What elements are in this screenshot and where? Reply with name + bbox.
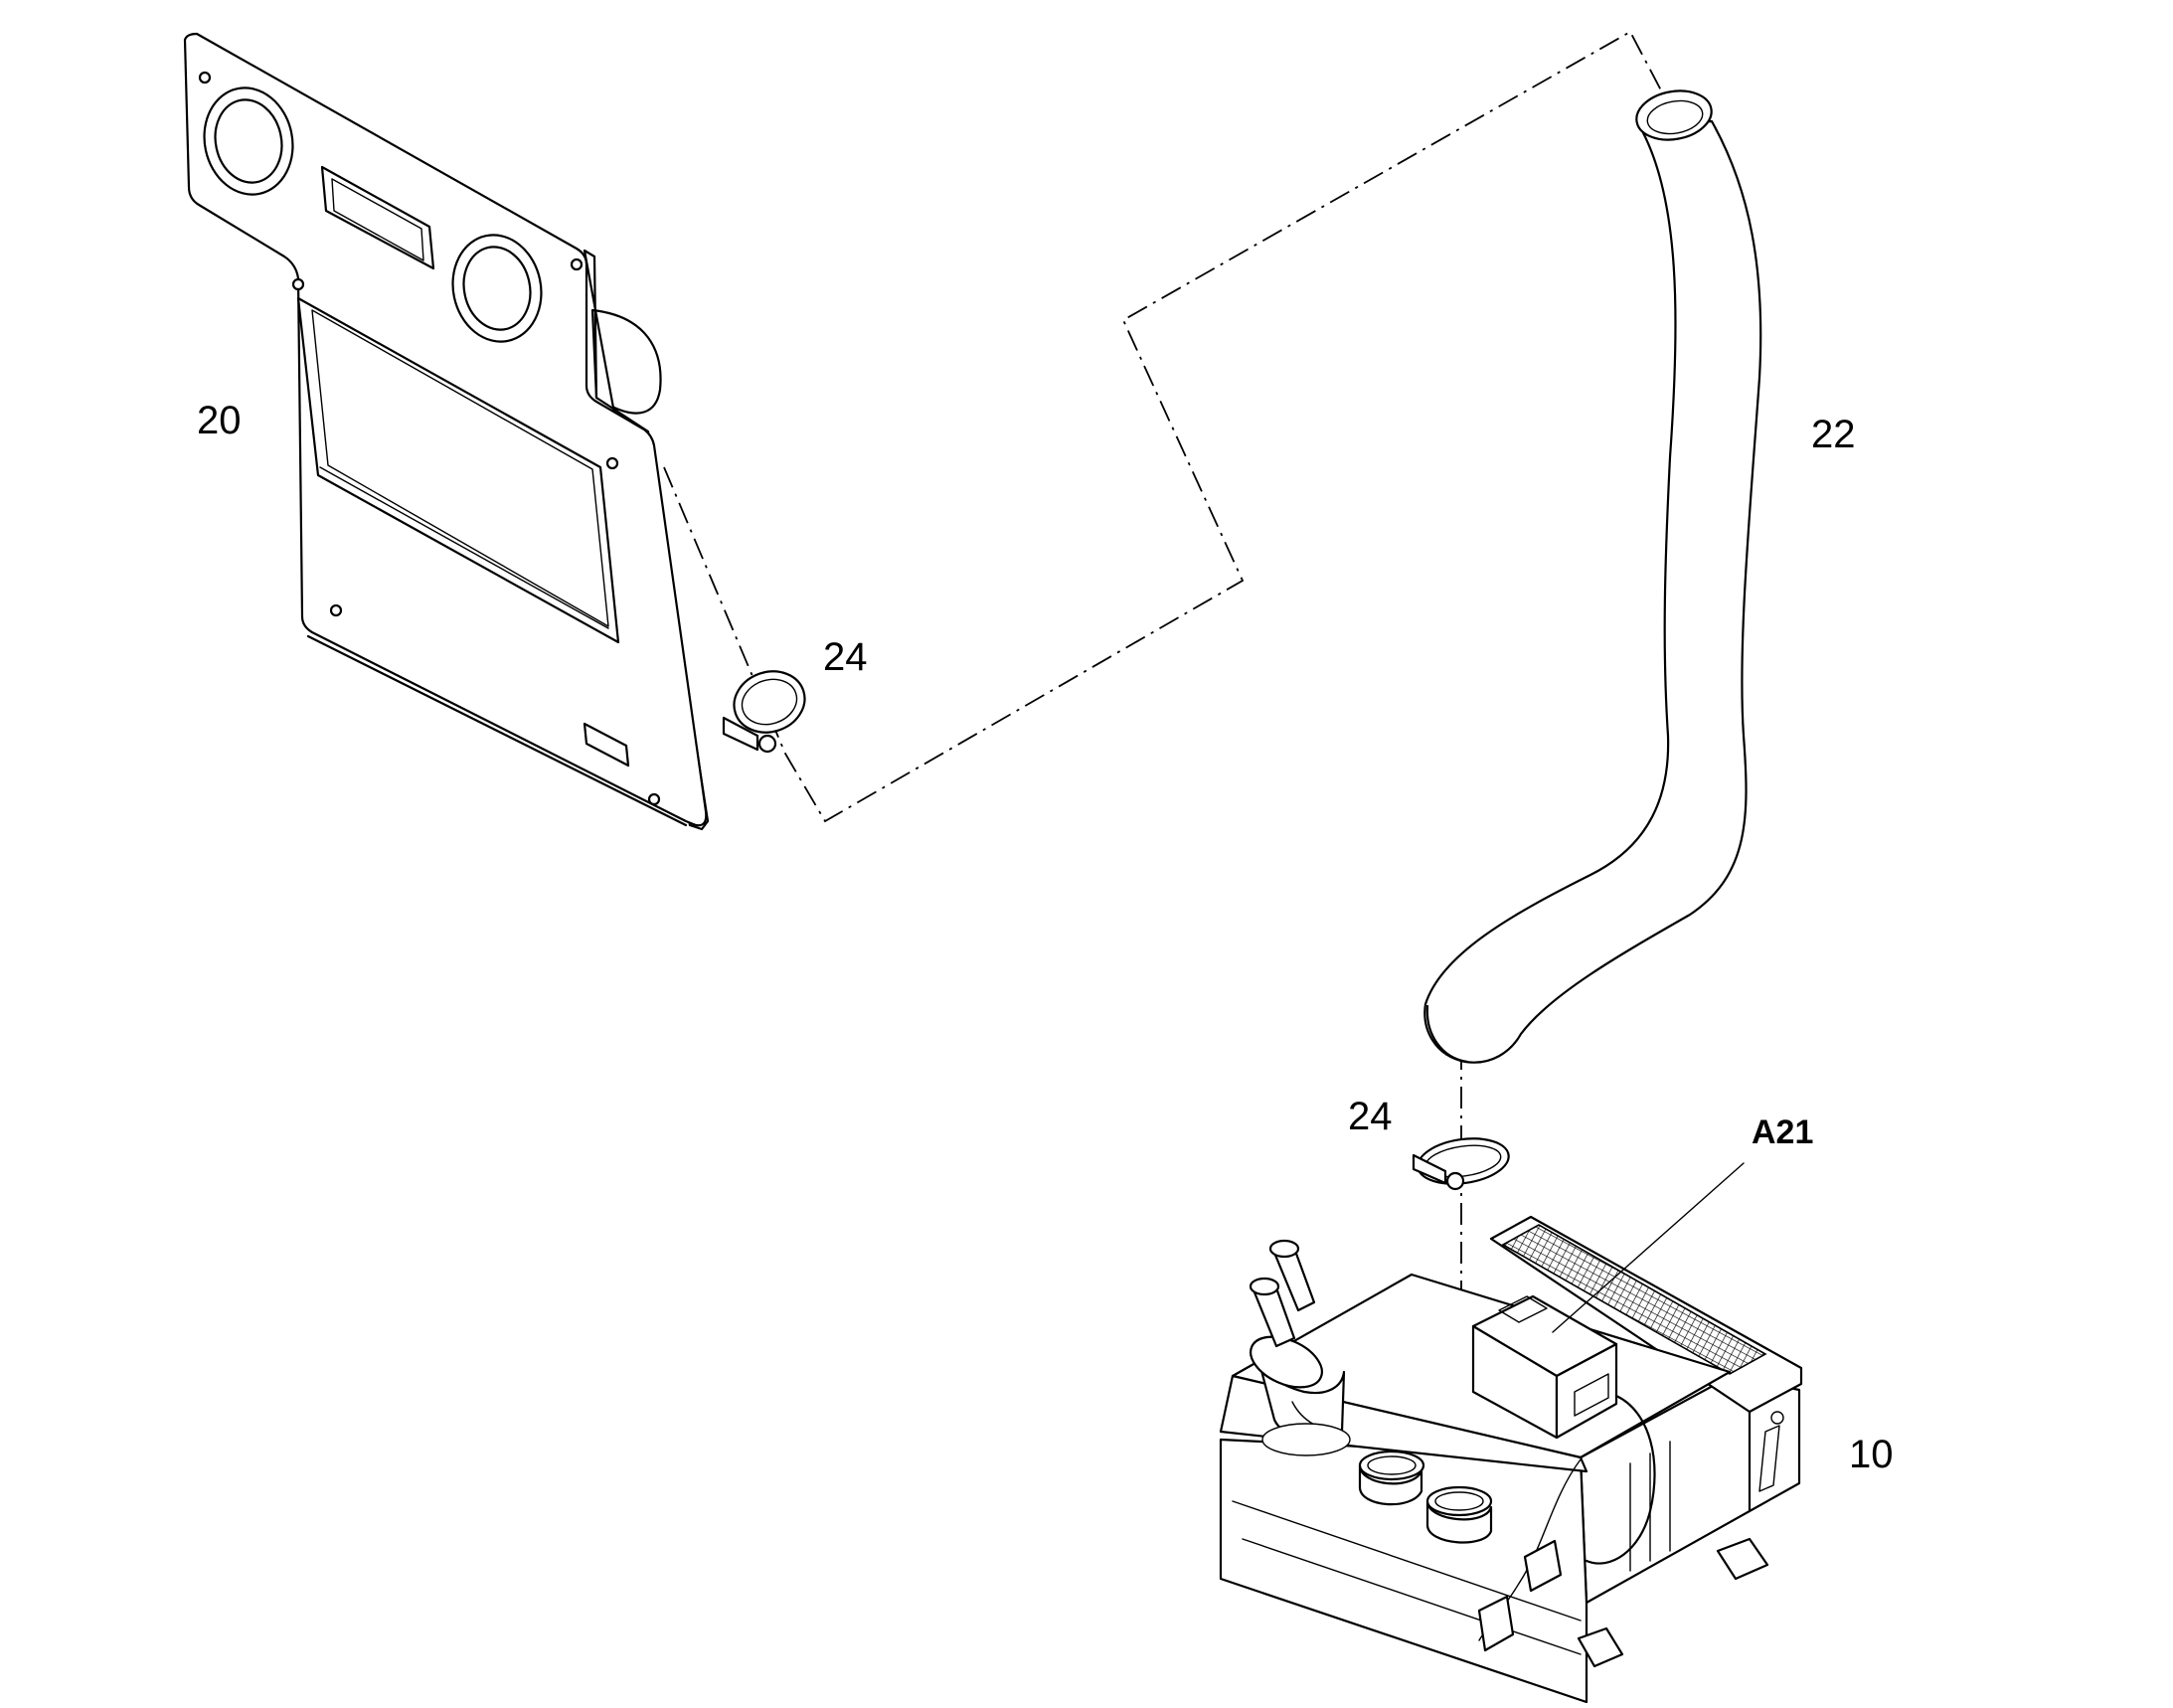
label-panel: 20 (197, 399, 242, 442)
clamp-lower-part (1412, 1137, 1510, 1191)
connector-panel-to-hose (663, 30, 1671, 823)
hose-lower-end (1425, 1004, 1469, 1064)
panel-window-edge (319, 466, 609, 629)
connector-lines (663, 30, 1671, 1503)
unit-grille (1501, 1224, 1767, 1375)
vent-left-inner (214, 98, 283, 184)
vent-right-inner (462, 246, 532, 331)
clamp-housing (1412, 1153, 1447, 1185)
air-outlet-right-inner (1434, 1491, 1484, 1511)
elbow-pipe-base (1261, 1423, 1351, 1456)
screw-icon (647, 792, 661, 806)
air-outlet-left-inner (1367, 1455, 1417, 1475)
screw-icon (291, 277, 305, 291)
panel-part (183, 32, 710, 831)
panel-label-plate (583, 722, 630, 768)
panel-window-inner (311, 309, 609, 627)
label-heater-unit: 10 (1849, 1433, 1894, 1476)
panel-window-frame (296, 296, 620, 644)
label-hose: 22 (1811, 413, 1856, 456)
label-clamp-lower: 24 (1348, 1095, 1393, 1138)
hose-part (1423, 89, 1762, 1064)
label-module: A21 (1752, 1113, 1813, 1151)
hose-upper-opening-inner (1646, 99, 1704, 135)
coolant-stub-lower-cap (1249, 1277, 1280, 1296)
clamp-housing (722, 716, 759, 752)
unit-front-edge (1232, 1500, 1582, 1622)
unit-side-latch (1758, 1425, 1780, 1492)
module-a21-connector (1574, 1373, 1609, 1417)
clamp-upper-part (722, 670, 806, 754)
air-outlet-left-body (1358, 1463, 1423, 1506)
unit-side-ribs (1629, 1441, 1671, 1572)
hose-body (1423, 119, 1762, 1064)
label-clamp-upper: 24 (823, 635, 868, 679)
leader-line-a21 (1552, 1162, 1745, 1333)
module-a21-latch (1498, 1295, 1548, 1323)
unit-foot-front (1577, 1626, 1624, 1668)
display-slot-outer (320, 165, 435, 270)
clamp-screw-icon (757, 734, 777, 754)
sensor-upper-icon (1523, 1539, 1563, 1593)
unit-front-edge-lower (1242, 1538, 1582, 1655)
coolant-stub-upper-cap (1268, 1239, 1300, 1259)
elbow-pipe-opening (1250, 1335, 1323, 1389)
screw-icon (198, 71, 212, 85)
clamp-band-inner (741, 678, 798, 726)
screw-icon (329, 603, 343, 617)
screw-icon (605, 456, 619, 470)
heater-unit-part (1219, 1215, 1803, 1704)
sensor-lower-icon (1477, 1595, 1515, 1652)
screw-icon (1770, 1411, 1784, 1425)
panel-bottom-lip (306, 634, 688, 827)
air-outlet-right-body (1425, 1499, 1493, 1544)
screw-icon (570, 257, 584, 271)
display-slot-inner (331, 178, 424, 261)
clamp-screw-icon (1445, 1171, 1465, 1191)
unit-foot-right (1716, 1537, 1769, 1581)
